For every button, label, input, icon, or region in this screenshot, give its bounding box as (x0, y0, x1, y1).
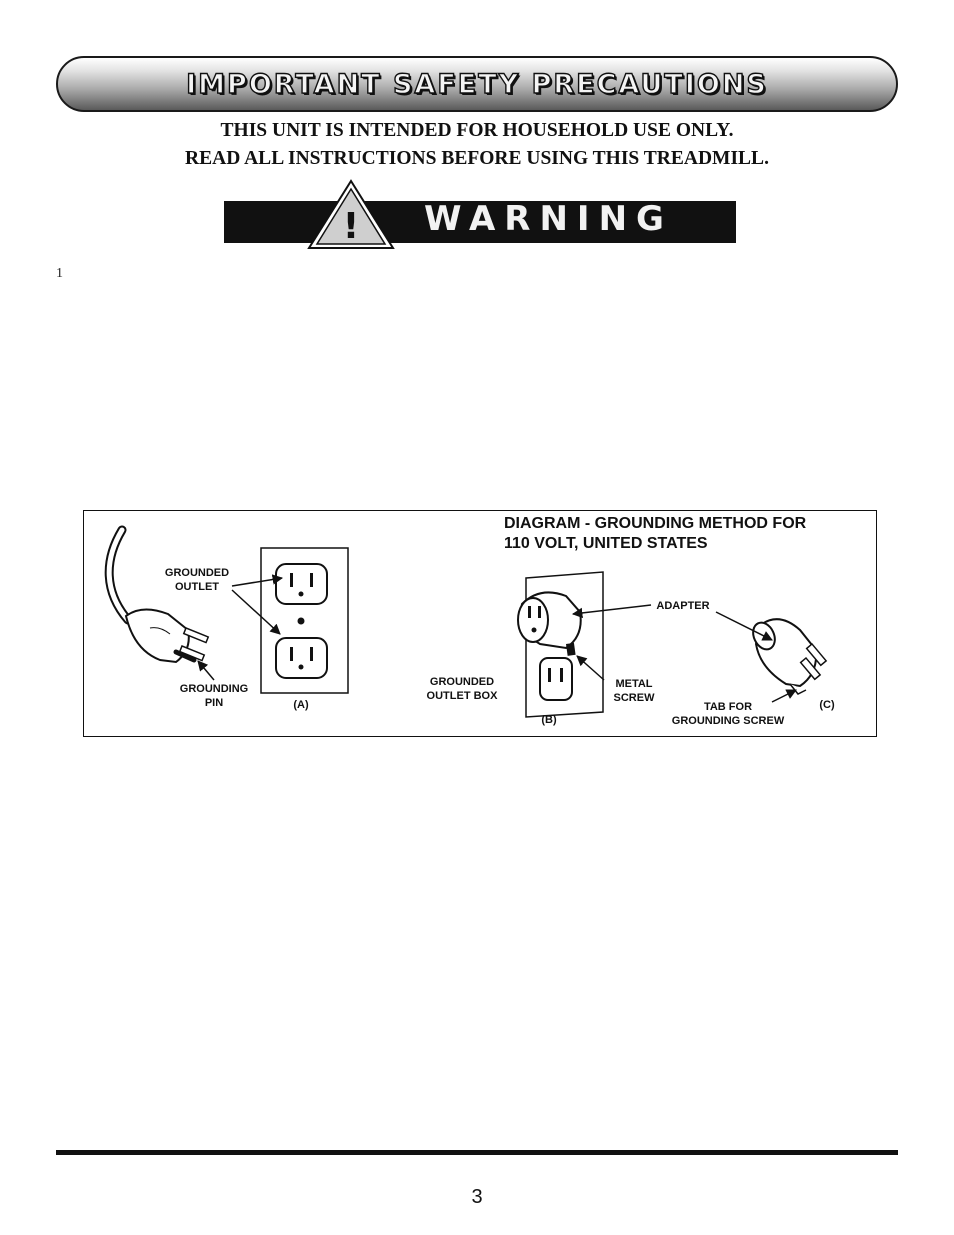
warning-bar (224, 201, 736, 243)
metal-screw-label: METAL SCREW (606, 677, 662, 705)
label-line: OUTLET BOX (426, 690, 498, 702)
panel-a-label: (A) (293, 699, 309, 711)
outlet-box-with-adapter-icon (517, 571, 604, 718)
diagram-title: DIAGRAM - GROUNDING METHOD FOR 110 VOLT,… (504, 514, 864, 554)
outlet-pointer-arrow-upper (231, 574, 284, 587)
label-line: GROUNDING (179, 683, 249, 695)
household-use-notice: THIS UNIT IS INTENDED FOR HOUSEHOLD USE … (220, 120, 734, 141)
metal-screw-pointer-arrow (576, 655, 605, 681)
read-instructions-notice: READ ALL INSTRUCTIONS BEFORE USING THIS … (185, 148, 769, 169)
label-line: TAB FOR (703, 701, 753, 713)
section-title: IMPORTANT SAFETY PRECAUTIONS (185, 68, 768, 100)
grounding-screw-tab-label: TAB FOR GROUNDING SCREW (664, 700, 792, 728)
tab-pointer-arrow (771, 689, 797, 703)
label-line: METAL (615, 678, 653, 690)
grounded-outlet-label: GROUNDED OUTLET (158, 566, 236, 594)
page-number: 3 (471, 1186, 483, 1208)
label-line: SCREW (613, 692, 655, 704)
grounded-outlet-box-label: GROUNDED OUTLET BOX (420, 675, 504, 703)
grounding-pin-label: GROUNDING PIN (172, 682, 256, 710)
grounding-pin-pointer-arrow (197, 660, 215, 681)
grounding-adapter-icon (752, 618, 828, 695)
label-line: OUTLET (175, 581, 219, 593)
warning-triangle-icon: ! (307, 179, 395, 249)
label-line: PIN (204, 697, 224, 709)
label-line: GROUNDING SCREW (671, 715, 785, 727)
diagram-title-line1: DIAGRAM - GROUNDING METHOD FOR (504, 515, 807, 532)
adapter-c-pointer-arrow (715, 611, 773, 641)
adapter-label: ADAPTER (656, 600, 710, 612)
label-line: GROUNDED (164, 567, 230, 579)
list-item-number: 1 (56, 266, 63, 281)
outlet-pointer-arrow-lower (231, 589, 281, 635)
diagram-title-line2: 110 VOLT, UNITED STATES (504, 535, 708, 552)
warning-label: WARNING (424, 199, 673, 239)
exclamation-mark: ! (343, 206, 359, 247)
grounding-diagram-frame (83, 510, 877, 737)
panel-b-label: (B) (541, 714, 557, 726)
label-line: GROUNDED (429, 676, 495, 688)
footer-divider (56, 1150, 898, 1155)
section-header-banner: IMPORTANT SAFETY PRECAUTIONS (56, 56, 898, 112)
adapter-pointer-arrow (571, 604, 652, 619)
three-prong-plug-icon (104, 525, 210, 664)
panel-c-label: (C) (819, 699, 835, 711)
duplex-outlet-icon (260, 547, 349, 694)
